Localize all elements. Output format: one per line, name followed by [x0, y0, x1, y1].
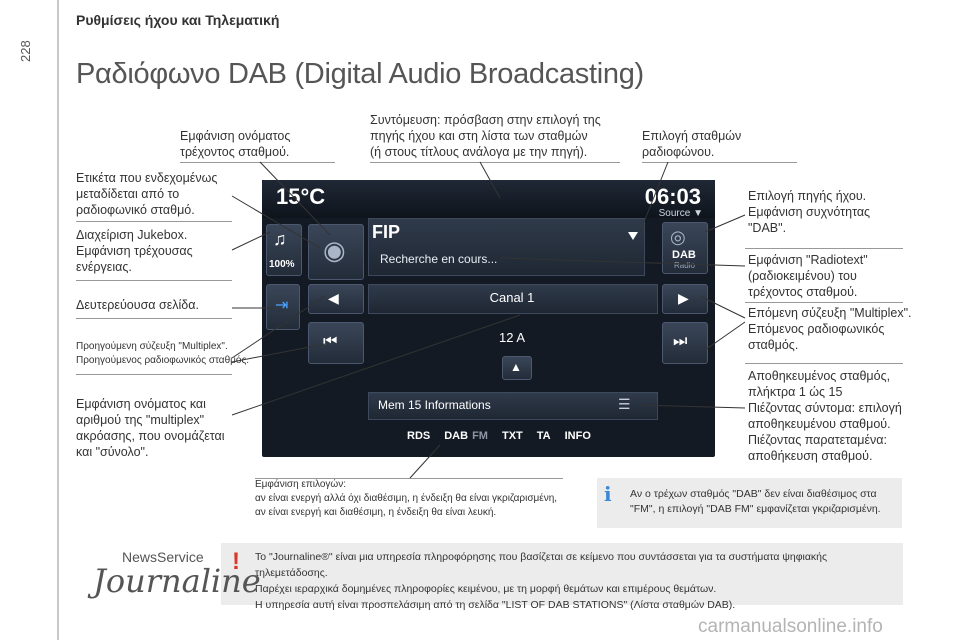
left-arrow-icon: ◀ — [328, 290, 339, 306]
up-button[interactable]: ▲ — [502, 356, 532, 380]
underline — [642, 162, 797, 163]
dab-label: DAB — [672, 249, 696, 261]
page-icon: ⇥ — [275, 297, 289, 314]
signal-icon: ◎ — [670, 227, 686, 247]
underline — [745, 248, 903, 249]
section-header: Ρυθμίσεις ήχου και Τηλεματική — [76, 12, 280, 28]
leader-line — [639, 161, 669, 233]
watermark: carmanualsonline.info — [698, 616, 883, 637]
tab-info[interactable]: INFO — [564, 430, 591, 442]
annotation-source: Επιλογή πηγής ήχου.Εμφάνιση συχνότητας"D… — [748, 189, 871, 235]
leader-line — [409, 444, 441, 479]
up-arrow-icon: ▲ — [510, 360, 522, 374]
tab-fm[interactable]: FM — [472, 430, 488, 442]
note-box — [221, 543, 903, 605]
underline — [255, 478, 563, 479]
multiplex-row[interactable] — [368, 284, 658, 314]
underline — [76, 221, 232, 222]
leader-line — [231, 314, 521, 416]
underline — [745, 302, 903, 303]
antenna-icon: ◉ — [323, 235, 346, 265]
next-station-button[interactable]: ⏭ — [662, 322, 708, 364]
leader-line — [231, 231, 271, 251]
jukebox-button[interactable]: ♫ 100% — [266, 224, 302, 276]
logo-journaline: Journaline — [93, 562, 261, 600]
leader-line — [259, 161, 331, 236]
underline — [180, 162, 335, 163]
tab-ta[interactable]: TA — [536, 430, 551, 442]
underline — [76, 280, 232, 281]
leader-line — [499, 257, 746, 267]
skip-back-icon: ⏮ — [323, 333, 338, 350]
volume-percent: 100% — [269, 259, 295, 270]
multiplex-name: Canal 1 — [489, 290, 535, 305]
preset-label: Mem 15 Informations — [378, 398, 491, 412]
underline — [370, 162, 620, 163]
prev-station-button[interactable]: ⏮ — [308, 322, 364, 364]
prev-multiplex-button[interactable]: ◀ — [308, 284, 364, 314]
leader-line — [699, 295, 746, 319]
station-name: FIP — [372, 222, 401, 242]
underline — [76, 374, 232, 375]
leader-line — [231, 195, 321, 249]
secondary-page-button[interactable]: ⇥ — [266, 284, 300, 330]
top-bar — [262, 180, 715, 218]
station-panel[interactable] — [368, 218, 645, 276]
channel-number: 12 A — [498, 330, 526, 345]
list-icon[interactable]: ☰ — [618, 396, 631, 412]
info-box — [597, 478, 902, 528]
leader-line — [704, 214, 746, 233]
radiotext: Recherche en cours... — [380, 252, 498, 266]
tab-txt[interactable]: TXT — [501, 430, 523, 442]
dab-sub-label: Radio — [674, 261, 695, 270]
right-arrow-icon: ▶ — [678, 290, 689, 306]
leader-line — [479, 161, 501, 199]
journaline-note: Το "Journaline®" είναι μια υπηρεσία πληρ… — [255, 551, 828, 611]
tab-rds[interactable]: RDS — [407, 430, 431, 442]
radio-screen: 15°C 06:03 Source ▼ ♫ 100% ◉ FIP Recherc… — [262, 180, 715, 457]
dropdown-arrow-icon[interactable] — [628, 232, 638, 240]
warning-icon: ! — [232, 548, 240, 575]
page-title: Ραδιόφωνο DAB (Digital Audio Broadcastin… — [76, 58, 644, 90]
preset-row[interactable] — [368, 392, 658, 420]
underline — [745, 363, 903, 364]
leader-line — [704, 321, 746, 351]
broadcast-button[interactable]: ◉ — [308, 224, 364, 280]
leader-line — [639, 404, 746, 409]
dab-source-button[interactable]: ◎ DAB Radio — [662, 222, 708, 274]
leader-line — [231, 295, 326, 359]
underline — [76, 318, 232, 319]
annotation-secondary-page: Δευτερεύουσα σελίδα. — [76, 298, 199, 312]
annotation-next-multiplex: Επόμενη σύζευξη "Multiplex".Επόμενος ραδ… — [748, 306, 912, 352]
source-button[interactable]: Source ▼ — [658, 208, 703, 219]
info-icon: i — [604, 482, 612, 506]
skip-forward-icon: ⏭ — [673, 333, 688, 350]
music-note-icon: ♫ — [273, 229, 287, 249]
annotation-options: Εμφάνιση επιλογών:αν είναι ενεργή αλλά ό… — [255, 479, 558, 518]
margin-rule — [57, 0, 59, 640]
logo-newsservice: NewsService — [122, 549, 204, 565]
annotation-prev-multiplex: Προηγούμενη σύζευξη "Multiplex".Προηγούμ… — [76, 341, 250, 366]
tab-dab[interactable]: DAB — [444, 430, 469, 442]
leader-line — [231, 343, 326, 363]
info-note: Αν ο τρέχων σταθμός "DAB" δεν είναι διαθ… — [630, 488, 881, 515]
next-multiplex-button[interactable]: ▶ — [662, 284, 708, 314]
